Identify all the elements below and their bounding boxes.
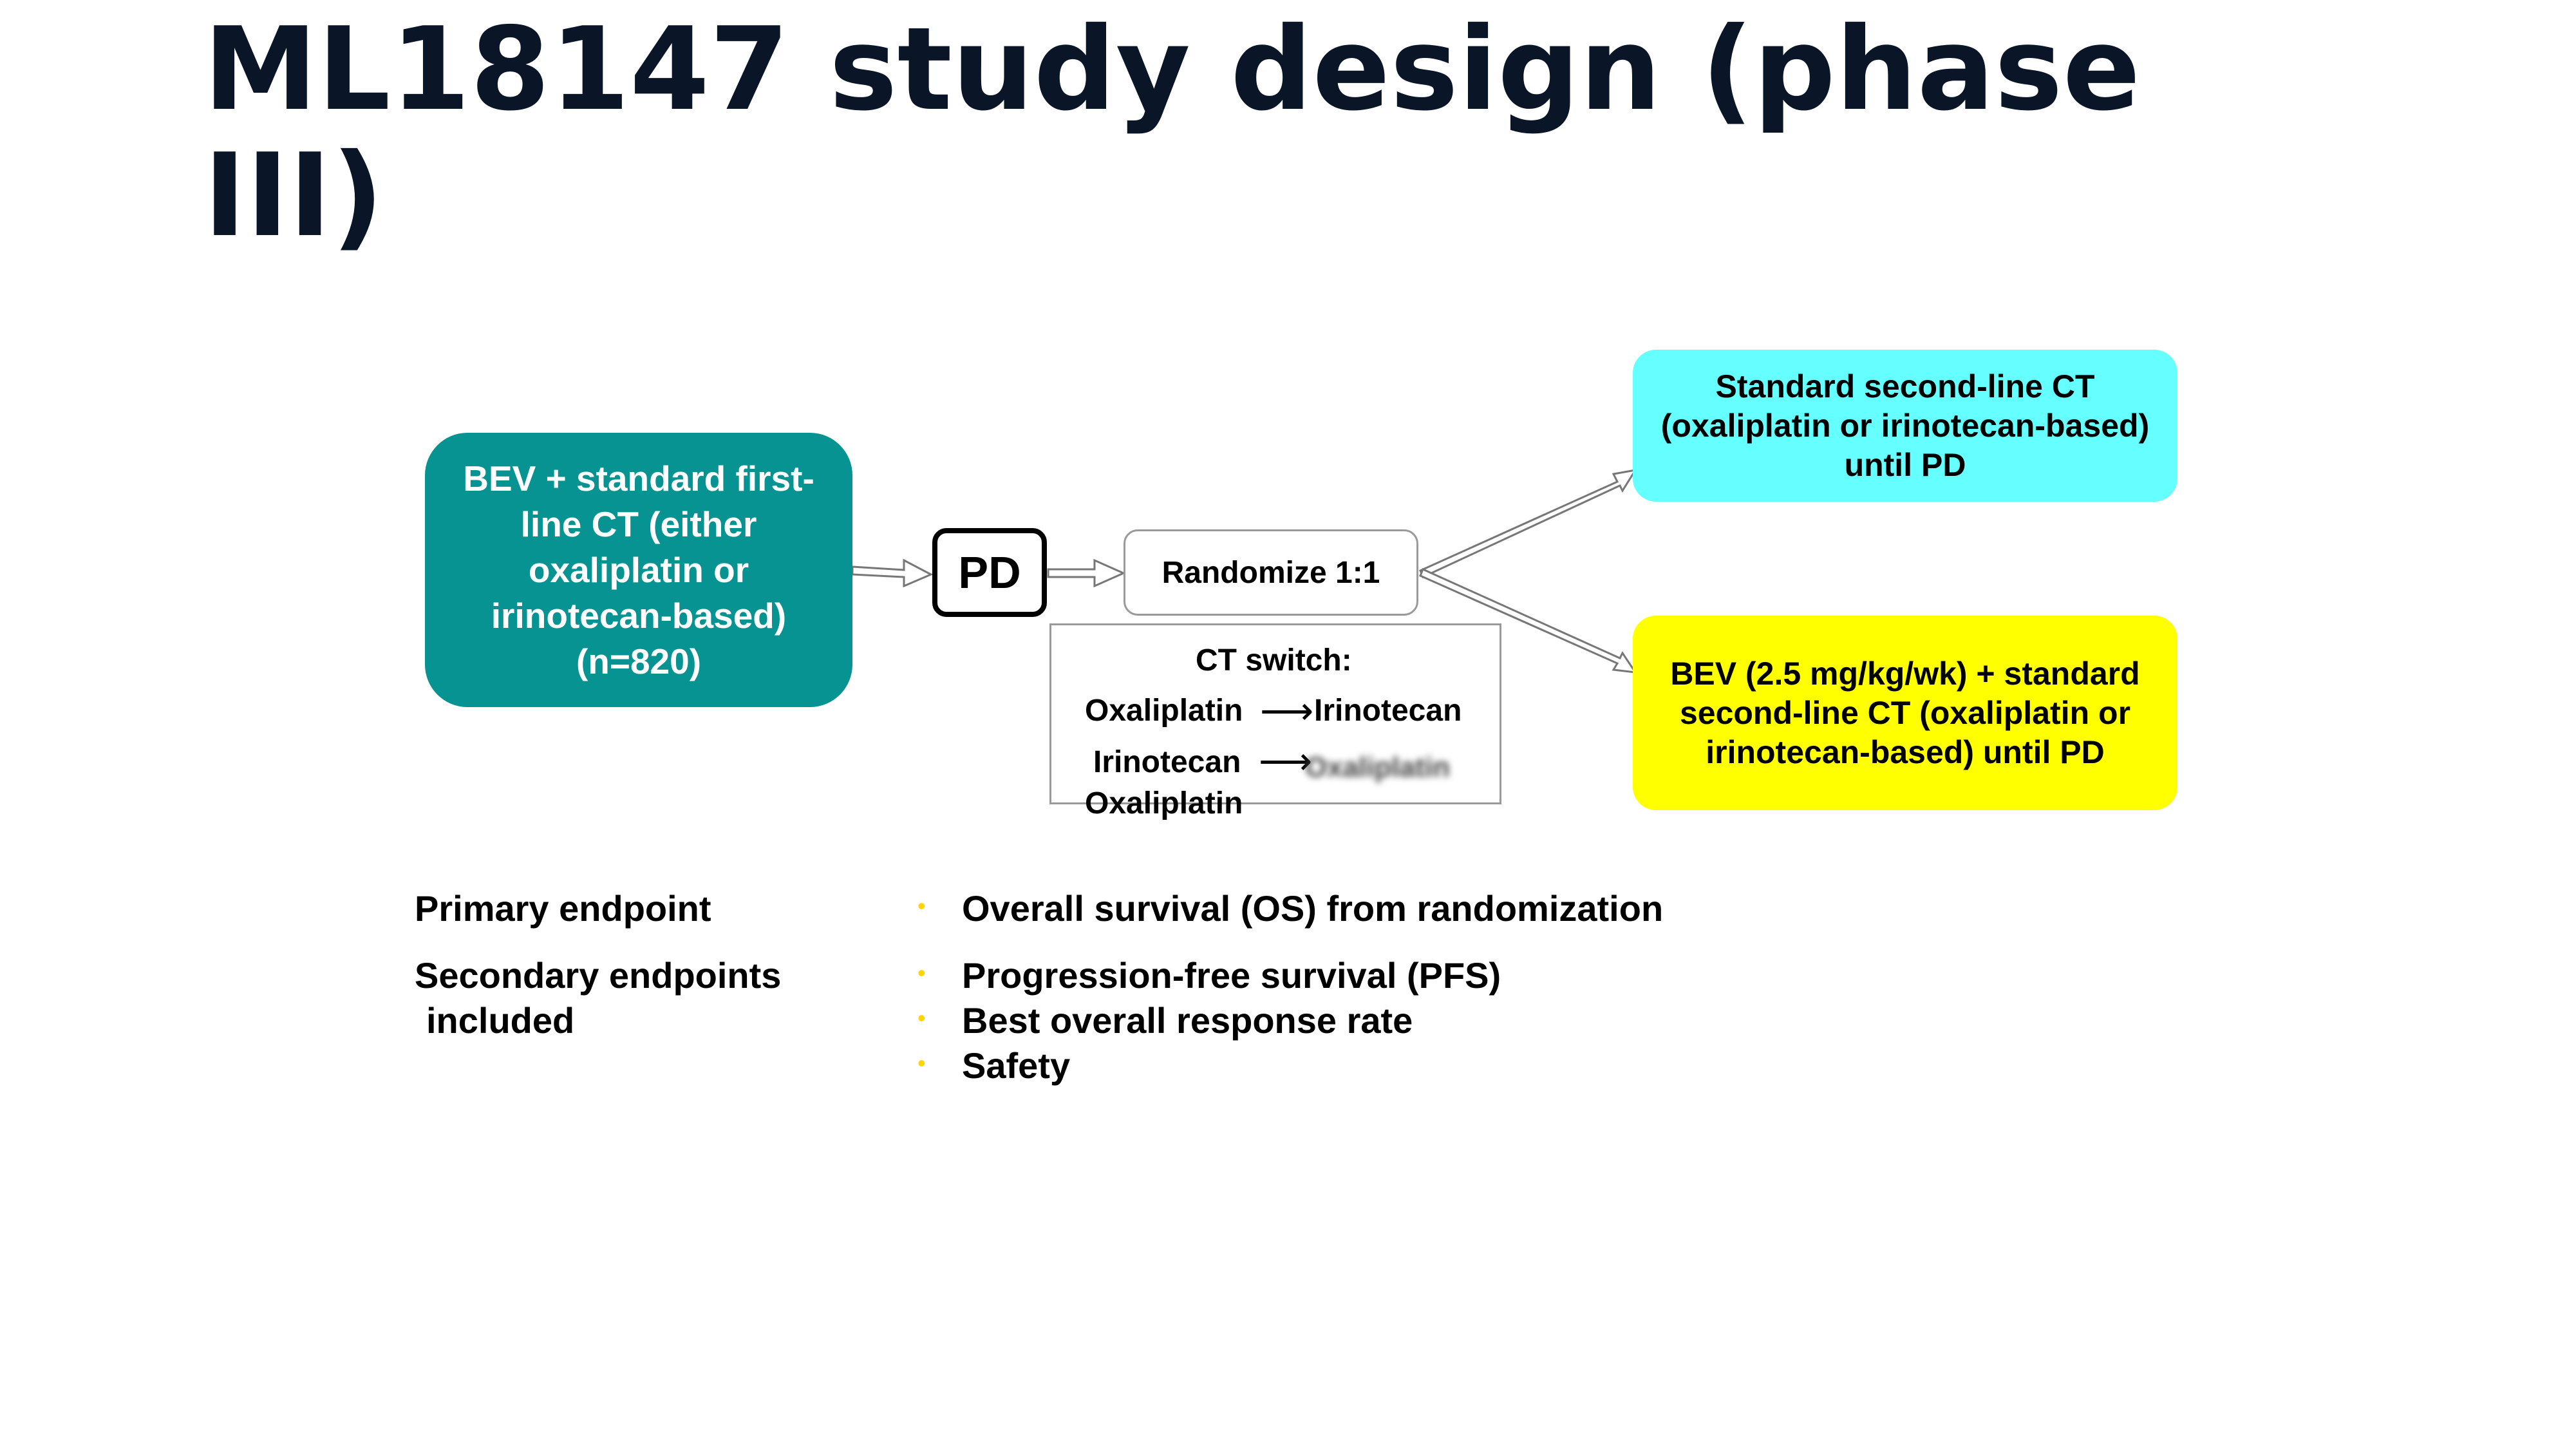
bullet-icon: • [917,1005,926,1031]
arrow-pd-to-randomize [1047,558,1126,588]
bullet-icon: • [917,1050,926,1076]
secondary-endpoint-item: Safety [962,1045,1071,1086]
bullet-icon: • [917,893,926,919]
ct-switch-line2-overflow: Oxaliplatin [1085,786,1243,820]
progressive-disease-box: PD [932,528,1047,617]
arm-bev-ct-box: BEV (2.5 mg/kg/wk) + standard second-lin… [1633,616,2177,810]
ct-switch-heading: CT switch: [1196,643,1352,677]
primary-endpoint-label: Primary endpoint [415,888,711,929]
ct-switch-line1-from: Oxaliplatin [1085,694,1243,728]
secondary-endpoints-label: Secondary endpoints [415,955,782,996]
secondary-endpoint-item: Best overall response rate [962,1000,1413,1041]
arrow-randomize-to-standard [1419,468,1638,579]
arrow-right-icon: ⟶ [1260,690,1314,732]
bullet-icon: • [917,960,926,986]
ct-switch-line1-to: Irinotecan [1314,694,1462,728]
arrow-right-icon: ⟶ [1259,741,1313,782]
ct-switch-line2-from: Irinotecan [1093,745,1241,779]
primary-endpoint-item: Overall survival (OS) from randomization [962,888,1664,929]
first-line-treatment-box: BEV + standard first-line CT (either oxa… [425,433,852,707]
arrow-randomize-to-bev [1419,567,1638,674]
ct-switch-line2-to-blurred: Oxaliplatin [1305,752,1450,783]
secondary-endpoint-item: Progression-free survival (PFS) [962,955,1501,996]
arm-standard-ct-box: Standard second-line CT (oxaliplatin or … [1633,350,2177,502]
secondary-endpoints-label-cont: included [426,1000,575,1041]
arrow-bev-to-pd [851,558,934,588]
randomize-box: Randomize 1:1 [1123,529,1418,616]
page-title: ML18147 study design (phase III) [203,3,2141,262]
ct-switch-box [1049,623,1501,804]
